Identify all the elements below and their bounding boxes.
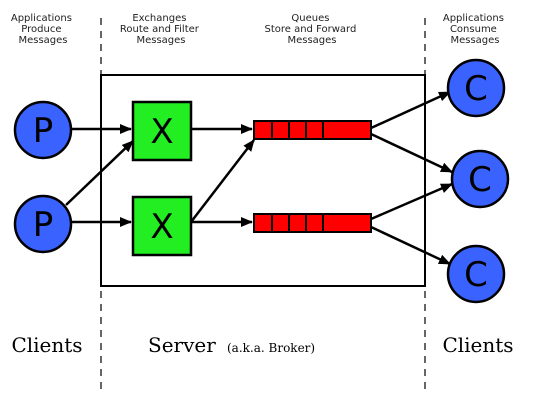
exchange-node-1: X [131, 100, 193, 162]
producer-node-1: P [13, 100, 73, 160]
queue-body [253, 120, 372, 140]
server-box [100, 74, 426, 287]
queues-caption: Queues Store and Forward Messages [264, 13, 359, 46]
consumer-node-1: C [446, 58, 506, 118]
queue-1 [253, 120, 372, 140]
arrow-q1-c2 [370, 132, 453, 174]
producer-label: P [33, 205, 54, 245]
consumer-node-2: C [450, 149, 510, 209]
queue-segments [271, 121, 324, 139]
arrow-q2-c3 [370, 225, 451, 266]
consumer-node-3: C [446, 244, 506, 304]
server-note: (a.k.a. Broker) [227, 341, 315, 355]
exchange-box [131, 195, 193, 257]
exchange-label: X [150, 112, 173, 152]
consumer-circle [446, 58, 506, 118]
exchanges-caption: Exchanges Route and Filter Messages [120, 13, 202, 46]
exchange-box [131, 100, 193, 162]
exchange-node-2: X [131, 195, 193, 257]
queue-segments [271, 214, 324, 232]
arrow-q2-c2 [370, 182, 453, 221]
server-label: Server [148, 333, 216, 357]
exchange-label: X [150, 207, 173, 247]
arrow-x2-q1 [190, 139, 255, 223]
producer-label: P [33, 111, 54, 151]
connections [65, 90, 453, 266]
queue-body [253, 213, 372, 233]
queue-2 [253, 213, 372, 233]
consumer-label: C [464, 69, 488, 109]
consumers-caption: Applications Consume Messages [443, 13, 507, 46]
consumer-circle [446, 244, 506, 304]
arrow-q1-c1 [370, 90, 451, 130]
producer-circle [13, 194, 73, 254]
arrow-p2-x1 [65, 140, 134, 206]
producer-circle [13, 100, 73, 160]
consumer-label: C [468, 160, 492, 200]
producers-caption: Applications Produce Messages [11, 13, 75, 46]
clients-right-label: Clients [442, 333, 513, 357]
consumer-circle [450, 149, 510, 209]
consumer-label: C [464, 255, 488, 295]
producer-node-2: P [13, 194, 73, 254]
clients-left-label: Clients [11, 333, 82, 357]
